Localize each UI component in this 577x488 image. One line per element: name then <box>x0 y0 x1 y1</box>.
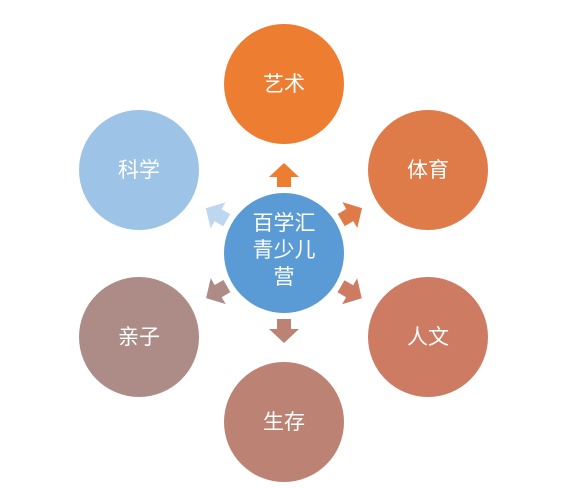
arrow-to-survival <box>269 319 299 343</box>
node-survival-circle <box>224 362 344 482</box>
node-sports-label: 体育 <box>407 158 449 182</box>
center-node-circle <box>224 193 344 313</box>
node-art: 艺术 <box>224 24 344 144</box>
node-sports-circle <box>368 110 488 230</box>
node-science-circle <box>79 110 199 230</box>
center-label-line-1: 百学汇 <box>253 211 316 235</box>
node-parent-circle <box>79 277 199 397</box>
arrow-to-art <box>269 163 299 187</box>
arrow-to-humanities <box>337 278 362 305</box>
node-survival: 生存 <box>224 362 344 482</box>
node-humanities-label: 人文 <box>407 325 449 349</box>
node-parent-label: 亲子 <box>118 325 160 349</box>
center-label-line-2: 青少儿 <box>253 238 316 262</box>
center-label-line-3: 营 <box>274 265 295 289</box>
arrow-to-sports <box>337 202 362 228</box>
node-art-circle <box>224 24 344 144</box>
node-parent: 亲子 <box>79 277 199 397</box>
node-survival-label: 生存 <box>263 410 305 434</box>
arrow-to-science <box>205 202 231 229</box>
center-node: 百学汇 青少儿 营 <box>224 193 344 313</box>
node-humanities-circle <box>368 277 488 397</box>
arrow-to-parent <box>206 278 231 305</box>
node-sports: 体育 <box>368 110 488 230</box>
node-humanities: 人文 <box>368 277 488 397</box>
node-science-label: 科学 <box>118 158 160 182</box>
node-science: 科学 <box>79 110 199 230</box>
node-art-label: 艺术 <box>263 72 305 96</box>
